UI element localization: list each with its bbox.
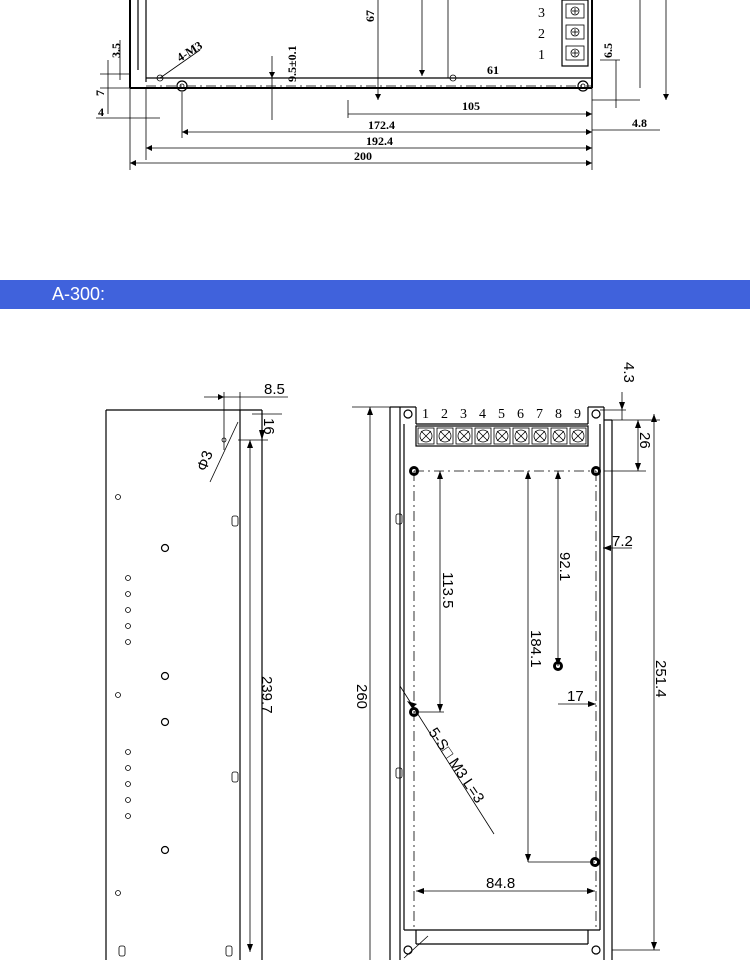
screw-hole-small xyxy=(156,74,164,82)
dim-239-7: 239.7 xyxy=(258,676,275,714)
dim-184-1: 184.1 xyxy=(527,630,544,668)
dim-172-4: 172.4 xyxy=(368,118,395,132)
terminal-label-3: 3 xyxy=(538,6,545,21)
section-header-a300: A-300: xyxy=(0,280,750,309)
dim-92-1: 92.1 xyxy=(556,552,573,581)
terminal-number-7: 7 xyxy=(536,407,543,422)
dim-251-4: 251.4 xyxy=(652,660,669,698)
dim-16: 16 xyxy=(260,418,277,435)
front-view-dimensions xyxy=(399,392,660,951)
mounting-points xyxy=(409,466,601,867)
case-outline xyxy=(129,0,593,89)
terminal-number-1: 1 xyxy=(422,407,429,422)
dim-phi3: Φ3 xyxy=(194,448,217,473)
dim-8-5: 8.5 xyxy=(264,381,285,398)
dim-26: 26 xyxy=(636,432,653,449)
side-view xyxy=(105,392,288,960)
dim-61: 61 xyxy=(487,63,499,77)
mount-hole-left xyxy=(176,80,188,92)
dim-4: 4 xyxy=(98,105,104,119)
dim-105: 105 xyxy=(462,99,480,113)
dim-7-2: 7.2 xyxy=(612,533,633,550)
vertical-dimensions xyxy=(107,0,669,170)
dim-84-8: 84.8 xyxy=(486,875,515,892)
dim-6-5: 6.5 xyxy=(601,43,615,58)
dim-4-8: 4.8 xyxy=(632,116,647,130)
terminal-number-6: 6 xyxy=(517,407,524,422)
terminal-label-1: 1 xyxy=(538,48,545,63)
terminal-strip xyxy=(415,425,589,447)
terminal-number-8: 8 xyxy=(555,407,562,422)
terminal-number-9: 9 xyxy=(574,407,581,422)
dim-192-4: 192.4 xyxy=(366,134,393,148)
dim-9-5: 9.5±0.1 xyxy=(285,45,299,82)
dim-200: 200 xyxy=(354,149,372,163)
mount-hole-right xyxy=(577,80,589,92)
top-mechanical-drawing: 3 2 1 xyxy=(93,0,669,170)
dim-4-3: 4.3 xyxy=(620,362,637,383)
dim-17: 17 xyxy=(567,688,584,705)
a300-mechanical-drawing: 8.5 16 Φ3 239.7 xyxy=(105,362,669,960)
terminal-number-2: 2 xyxy=(441,407,448,422)
terminal-number-3: 3 xyxy=(460,407,467,422)
terminal-number-4: 4 xyxy=(479,407,486,422)
dim-7: 7 xyxy=(93,90,107,96)
dim-260: 260 xyxy=(353,684,370,709)
terminal-number-5: 5 xyxy=(498,407,505,422)
dim-113-5: 113.5 xyxy=(439,572,456,608)
dim-4-m3: 4-M3 xyxy=(174,38,205,64)
horizontal-dimensions xyxy=(96,49,660,166)
dim-3-5: 3.5 xyxy=(109,43,123,58)
dim-screw-spec: 5-S□ M3 L=3 xyxy=(425,725,488,807)
dim-67: 67 xyxy=(363,10,377,22)
terminal-label-2: 2 xyxy=(538,27,545,42)
front-view xyxy=(352,406,613,960)
terminal-block: 3 2 1 xyxy=(538,0,589,67)
